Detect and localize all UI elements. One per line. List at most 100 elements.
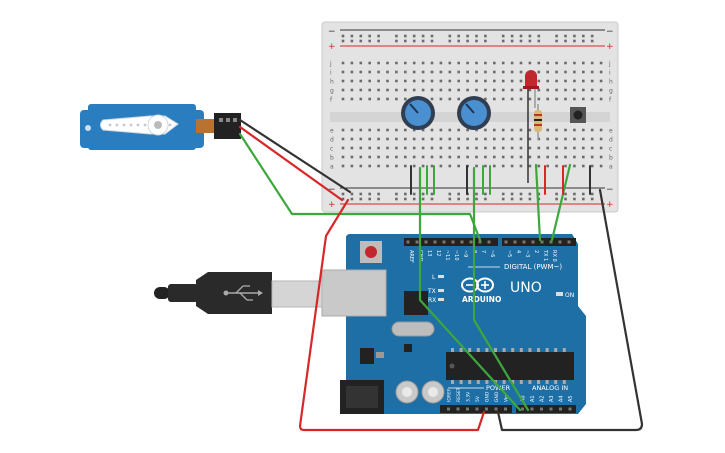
terminal-hole[interactable] [359,79,363,83]
terminal-hole[interactable] [501,61,505,65]
rail-hole[interactable] [359,39,363,43]
terminal-hole[interactable] [573,79,576,83]
terminal-hole[interactable] [475,70,478,74]
potentiometer-2[interactable] [457,96,491,130]
terminal-hole[interactable] [573,146,576,150]
terminal-hole[interactable] [528,164,532,168]
terminal-hole[interactable] [412,61,416,65]
rail-hole[interactable] [341,39,345,43]
rail-hole[interactable] [377,197,380,201]
rail-hole[interactable] [537,39,541,43]
terminal-hole[interactable] [448,97,452,101]
terminal-hole[interactable] [564,137,567,141]
digital-pin[interactable] [460,240,464,244]
terminal-hole[interactable] [430,70,434,74]
terminal-hole[interactable] [421,88,425,92]
rail-hole[interactable] [395,39,398,43]
terminal-hole[interactable] [341,61,345,65]
rail-hole[interactable] [501,34,505,38]
rail-hole[interactable] [430,192,434,196]
power-pin[interactable] [494,407,498,411]
terminal-hole[interactable] [395,164,398,168]
terminal-hole[interactable] [457,61,460,65]
rail-hole[interactable] [359,34,363,38]
terminal-hole[interactable] [457,70,460,74]
rail-hole[interactable] [430,197,434,201]
rail-hole[interactable] [341,34,345,38]
rail-hole[interactable] [430,39,434,43]
terminal-hole[interactable] [412,155,416,159]
rail-hole[interactable] [510,39,514,43]
terminal-hole[interactable] [493,70,496,74]
servo-motor[interactable] [80,104,241,150]
terminal-hole[interactable] [599,70,603,74]
terminal-hole[interactable] [537,79,541,83]
terminal-hole[interactable] [457,79,460,83]
terminal-hole[interactable] [484,137,487,141]
terminal-hole[interactable] [493,137,496,141]
digital-pin[interactable] [558,240,562,244]
terminal-hole[interactable] [519,164,523,168]
rail-hole[interactable] [350,39,354,43]
terminal-hole[interactable] [537,137,541,141]
rail-hole[interactable] [501,39,505,43]
rail-hole[interactable] [510,192,514,196]
terminal-hole[interactable] [341,97,345,101]
power-pin[interactable] [447,407,450,411]
terminal-hole[interactable] [501,97,505,101]
rail-hole[interactable] [421,34,425,38]
rail-hole[interactable] [350,34,354,38]
terminal-hole[interactable] [510,155,514,159]
terminal-hole[interactable] [412,70,416,74]
terminal-hole[interactable] [359,164,363,168]
rail-hole[interactable] [457,197,460,201]
rail-hole[interactable] [573,39,576,43]
rail-hole[interactable] [475,192,478,196]
terminal-hole[interactable] [439,137,443,141]
terminal-hole[interactable] [573,164,576,168]
terminal-hole[interactable] [359,97,363,101]
wire-led-digital[interactable] [534,163,542,242]
terminal-hole[interactable] [590,137,594,141]
rail-hole[interactable] [501,197,505,201]
terminal-hole[interactable] [386,88,389,92]
terminal-hole[interactable] [590,88,594,92]
terminal-hole[interactable] [493,155,496,159]
rail-hole[interactable] [519,39,523,43]
terminal-hole[interactable] [368,88,371,92]
terminal-hole[interactable] [350,128,354,132]
terminal-hole[interactable] [404,70,407,74]
terminal-hole[interactable] [466,70,469,74]
rail-hole[interactable] [412,34,416,38]
terminal-hole[interactable] [377,97,380,101]
digital-pin[interactable] [540,240,544,244]
terminal-hole[interactable] [546,79,549,83]
terminal-hole[interactable] [430,155,434,159]
rail-hole[interactable] [457,34,460,38]
terminal-hole[interactable] [484,97,487,101]
terminal-hole[interactable] [519,155,523,159]
terminal-hole[interactable] [350,97,354,101]
terminal-hole[interactable] [555,61,558,65]
terminal-hole[interactable] [564,97,567,101]
terminal-hole[interactable] [564,155,567,159]
pushbutton-cap[interactable] [573,110,583,120]
rail-hole[interactable] [421,192,425,196]
terminal-hole[interactable] [368,137,371,141]
terminal-hole[interactable] [582,146,585,150]
analog-pin[interactable] [549,407,553,411]
terminal-hole[interactable] [510,137,514,141]
terminal-hole[interactable] [395,88,398,92]
terminal-hole[interactable] [590,97,594,101]
terminal-hole[interactable] [528,88,532,92]
rail-hole[interactable] [466,34,469,38]
terminal-hole[interactable] [555,146,558,150]
rail-hole[interactable] [412,39,416,43]
terminal-hole[interactable] [430,79,434,83]
terminal-hole[interactable] [475,164,478,168]
terminal-hole[interactable] [430,97,434,101]
rail-hole[interactable] [350,192,354,196]
terminal-hole[interactable] [368,155,371,159]
rail-hole[interactable] [466,197,469,201]
rail-hole[interactable] [573,192,576,196]
